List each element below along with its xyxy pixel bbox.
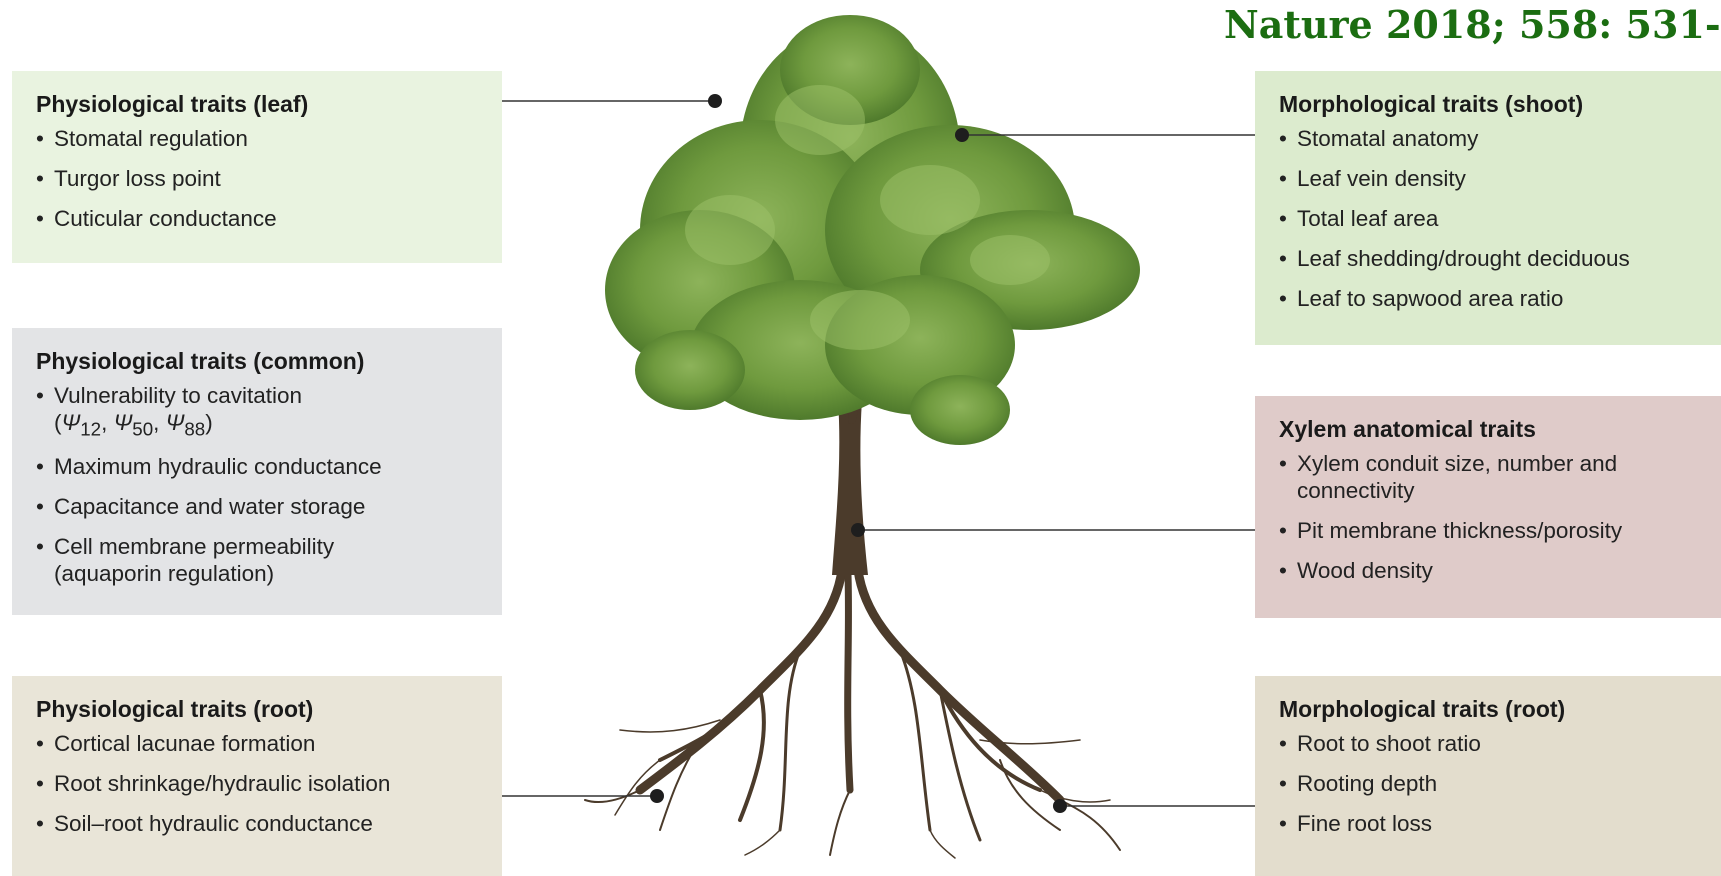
- panel-physiological-common: Physiological traits (common) Vulnerabil…: [12, 328, 502, 615]
- panel-title: Xylem anatomical traits: [1279, 416, 1709, 443]
- trait-item: Turgor loss point: [36, 165, 476, 192]
- panel-morphological-root: Morphological traits (root) Root to shoo…: [1255, 676, 1721, 876]
- panel-title: Morphological traits (root): [1279, 696, 1709, 723]
- trait-item: Maximum hydraulic conductance: [36, 453, 476, 480]
- trait-item: Stomatal anatomy: [1279, 125, 1709, 152]
- trait-item: Leaf shedding/drought deciduous: [1279, 245, 1709, 272]
- trait-list: Cortical lacunae formation Root shrinkag…: [36, 730, 476, 837]
- trait-list: Vulnerability to cavitation (Ψ12, Ψ50, Ψ…: [36, 382, 476, 587]
- trait-item: Pit membrane thickness/porosity: [1279, 517, 1709, 544]
- trait-item: Cuticular conductance: [36, 205, 476, 232]
- trait-item: Stomatal regulation: [36, 125, 476, 152]
- panel-morphological-shoot: Morphological traits (shoot) Stomatal an…: [1255, 71, 1721, 345]
- panel-title: Physiological traits (root): [36, 696, 476, 723]
- trait-item: Fine root loss: [1279, 810, 1709, 837]
- trait-item: Wood density: [1279, 557, 1709, 584]
- trait-item: Root to shoot ratio: [1279, 730, 1709, 757]
- trait-item-text: Cell membrane permeability: [54, 534, 334, 559]
- trait-list: Stomatal anatomy Leaf vein density Total…: [1279, 125, 1709, 312]
- tree-roots: [585, 570, 1120, 858]
- trait-item: Leaf to sapwood area ratio: [1279, 285, 1709, 312]
- connector-dot-leaf: [708, 94, 722, 108]
- connector-dot-root: [650, 789, 664, 803]
- panel-xylem-anatomical: Xylem anatomical traits Xylem conduit si…: [1255, 396, 1721, 618]
- connector-dot-xylem: [851, 523, 865, 537]
- trait-item-continuation: (aquaporin regulation): [54, 560, 476, 587]
- connector-dot-mroot: [1053, 799, 1067, 813]
- tree-trunk: [832, 400, 868, 575]
- connector-dot-shoot: [955, 128, 969, 142]
- panel-title: Physiological traits (common): [36, 348, 476, 375]
- panel-title: Morphological traits (shoot): [1279, 91, 1709, 118]
- trait-item: Leaf vein density: [1279, 165, 1709, 192]
- trait-list: Xylem conduit size, number and connectiv…: [1279, 450, 1709, 584]
- trait-item: Rooting depth: [1279, 770, 1709, 797]
- trait-item-text: Xylem conduit size, number and: [1297, 451, 1617, 476]
- panel-physiological-leaf: Physiological traits (leaf) Stomatal reg…: [12, 71, 502, 263]
- panel-title: Physiological traits (leaf): [36, 91, 476, 118]
- trait-item: Vulnerability to cavitation (Ψ12, Ψ50, Ψ…: [36, 382, 476, 443]
- trait-item-continuation: connectivity: [1297, 477, 1709, 504]
- trait-item: Capacitance and water storage: [36, 493, 476, 520]
- trait-list: Root to shoot ratio Rooting depth Fine r…: [1279, 730, 1709, 837]
- trait-item: Xylem conduit size, number and connectiv…: [1279, 450, 1709, 504]
- trait-item: Total leaf area: [1279, 205, 1709, 232]
- trait-item: Cortical lacunae formation: [36, 730, 476, 757]
- trait-item: Root shrinkage/hydraulic isolation: [36, 770, 476, 797]
- psi-values: (Ψ12, Ψ50, Ψ88): [54, 409, 476, 443]
- trait-item-text: Vulnerability to cavitation: [54, 383, 302, 408]
- trait-list: Stomatal regulation Turgor loss point Cu…: [36, 125, 476, 232]
- trait-item: Soil–root hydraulic conductance: [36, 810, 476, 837]
- trait-item: Cell membrane permeability (aquaporin re…: [36, 533, 476, 587]
- panel-physiological-root: Physiological traits (root) Cortical lac…: [12, 676, 502, 876]
